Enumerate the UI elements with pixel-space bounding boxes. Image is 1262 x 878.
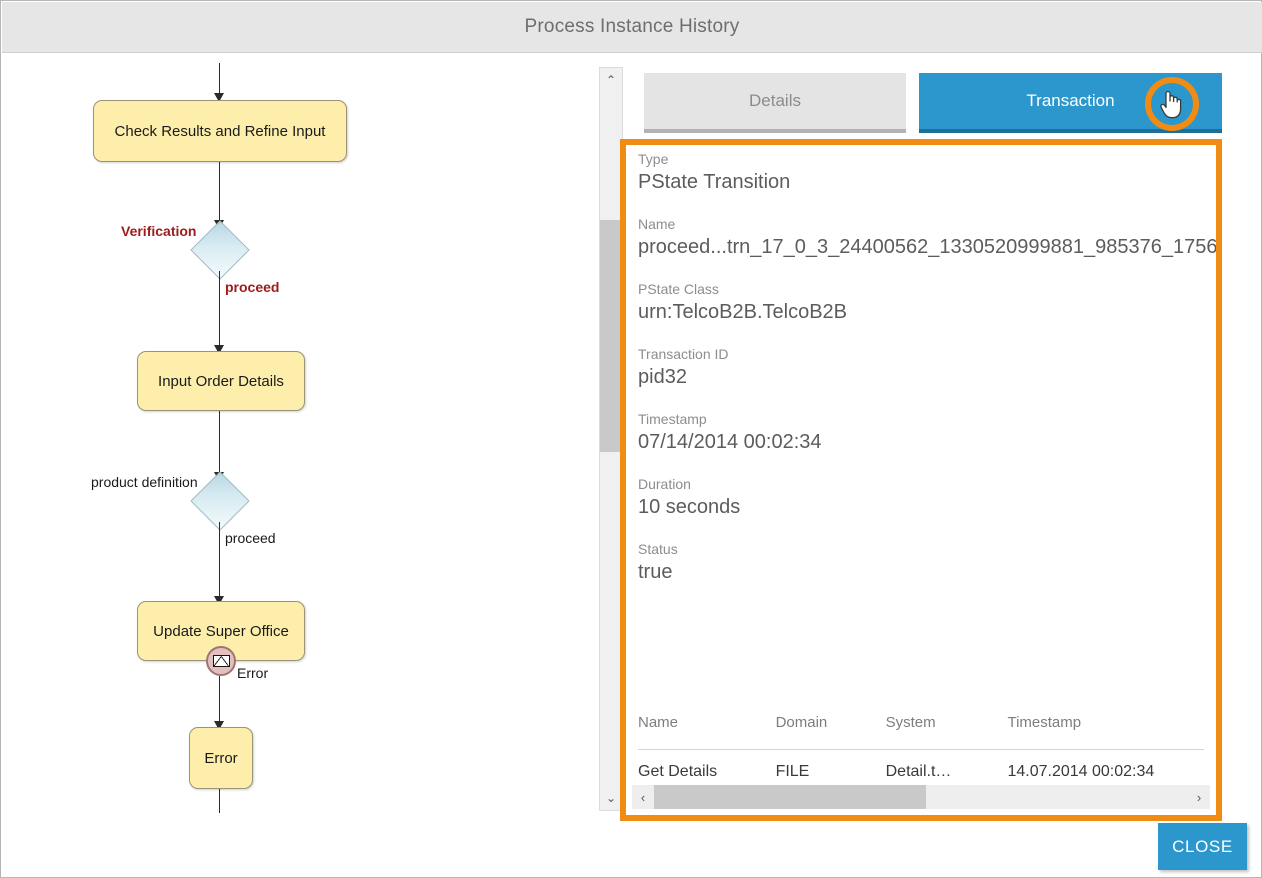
- scroll-up-arrow-icon[interactable]: ⌃: [605, 73, 617, 87]
- diagram-connector: [219, 271, 220, 349]
- column-header-domain[interactable]: Domain: [775, 713, 828, 731]
- tab-label: Transaction: [1026, 91, 1115, 110]
- scroll-down-arrow-icon[interactable]: ⌄: [605, 791, 617, 805]
- tab-label: Details: [749, 91, 801, 110]
- diagram-connector: [219, 63, 220, 97]
- close-button[interactable]: CLOSE: [1158, 823, 1247, 870]
- scroll-left-arrow-icon[interactable]: ‹: [640, 789, 646, 805]
- field-value: 10 seconds: [638, 496, 741, 518]
- field-duration: Duration 10 seconds: [632, 476, 1210, 519]
- field-pstate-class: PState Class urn:TelcoB2B.TelcoB2B: [632, 281, 1210, 324]
- column-header-timestamp[interactable]: Timestamp: [1007, 713, 1082, 731]
- field-timestamp: Timestamp 07/14/2014 00:02:34: [632, 411, 1210, 454]
- page-title: Process Instance History: [524, 16, 740, 37]
- field-value: PState Transition: [638, 171, 791, 193]
- tab-details[interactable]: Details: [644, 73, 906, 133]
- table-header-row: Name Domain System Timestamp: [638, 695, 1204, 750]
- task-error[interactable]: Error: [189, 727, 253, 789]
- table-horizontal-scrollbar[interactable]: ‹ ›: [632, 785, 1210, 809]
- cell-timestamp: 14.07.2014 00:02:34: [1007, 763, 1155, 780]
- panel-tabs: Details Transaction: [644, 73, 1222, 137]
- field-value: proceed...trn_17_0_3_24400562_1330520999…: [638, 236, 1222, 258]
- task-label: Input Order Details: [158, 372, 284, 390]
- scrollbar-thumb[interactable]: [600, 220, 622, 452]
- diagram-connector: [219, 411, 220, 477]
- diagram-arrowhead: [214, 345, 224, 354]
- edge-label-error: Error: [237, 665, 269, 681]
- field-value: urn:TelcoB2B.TelcoB2B: [638, 301, 848, 323]
- field-label: Duration: [638, 476, 691, 492]
- edge-label-product-definition: product definition: [91, 474, 198, 490]
- field-label: Type: [638, 151, 669, 167]
- field-transaction-id: Transaction ID pid32: [632, 346, 1210, 389]
- gateway-product-definition[interactable]: [190, 471, 250, 531]
- column-header-system[interactable]: System: [885, 713, 936, 731]
- scroll-right-arrow-icon[interactable]: ›: [1196, 789, 1202, 805]
- envelope-icon: [212, 655, 230, 667]
- cursor-highlight-ring: [1145, 77, 1199, 131]
- diagram-connector: [219, 676, 220, 732]
- field-value: pid32: [638, 366, 687, 388]
- task-check-results[interactable]: Check Results and Refine Input: [93, 100, 347, 162]
- field-label: Timestamp: [638, 411, 707, 427]
- diagram-arrowhead: [214, 93, 224, 102]
- diagram-arrowhead: [214, 596, 224, 605]
- pointing-hand-cursor-icon: [1159, 89, 1183, 119]
- field-label: PState Class: [638, 281, 719, 297]
- diagram-connector: [219, 789, 220, 813]
- cell-domain: FILE: [775, 763, 810, 780]
- diagram-connector: [219, 522, 220, 602]
- field-label: Status: [638, 541, 678, 557]
- field-status: Status true: [632, 541, 1210, 584]
- scrollbar-track[interactable]: [654, 785, 1188, 809]
- table-row[interactable]: Get Details FILE Detail.t… 14.07.2014 00…: [638, 750, 1204, 794]
- diagram-arrowhead: [214, 721, 224, 730]
- gateway-verification[interactable]: [190, 220, 250, 280]
- transaction-fields: Type PState Transition Name proceed...tr…: [632, 151, 1222, 584]
- task-update-super-office[interactable]: Update Super Office: [137, 601, 305, 661]
- scrollbar-thumb[interactable]: [654, 785, 926, 809]
- diagram-connector: [219, 162, 220, 224]
- transaction-steps-table: Name Domain System Timestamp Get Details…: [638, 695, 1204, 794]
- column-header-name[interactable]: Name: [638, 713, 679, 731]
- diagram-vertical-scrollbar[interactable]: ⌃ ⌄: [599, 67, 623, 811]
- edge-label-proceed-2: proceed: [225, 530, 276, 546]
- task-label: Update Super Office: [153, 622, 289, 640]
- process-diagram[interactable]: Check Results and Refine Input Verificat…: [3, 53, 591, 813]
- error-boundary-event-icon[interactable]: [206, 646, 236, 676]
- transaction-detail-panel: Type PState Transition Name proceed...tr…: [620, 139, 1222, 821]
- field-label: Transaction ID: [638, 346, 729, 362]
- task-label: Error: [204, 749, 238, 767]
- cell-system: Detail.t…: [885, 763, 952, 780]
- task-label: Check Results and Refine Input: [114, 122, 326, 140]
- field-name: Name proceed...trn_17_0_3_24400562_13305…: [632, 216, 1222, 259]
- field-value: true: [638, 561, 673, 583]
- task-input-order-details[interactable]: Input Order Details: [137, 351, 305, 411]
- dialog-titlebar: Process Instance History: [2, 2, 1262, 53]
- field-type: Type PState Transition: [632, 151, 1210, 194]
- field-label: Name: [638, 216, 676, 232]
- cell-name: Get Details: [638, 763, 718, 780]
- field-value: 07/14/2014 00:02:34: [638, 431, 822, 453]
- edge-label-proceed-1: proceed: [225, 279, 280, 295]
- edge-label-verification: Verification: [121, 223, 197, 239]
